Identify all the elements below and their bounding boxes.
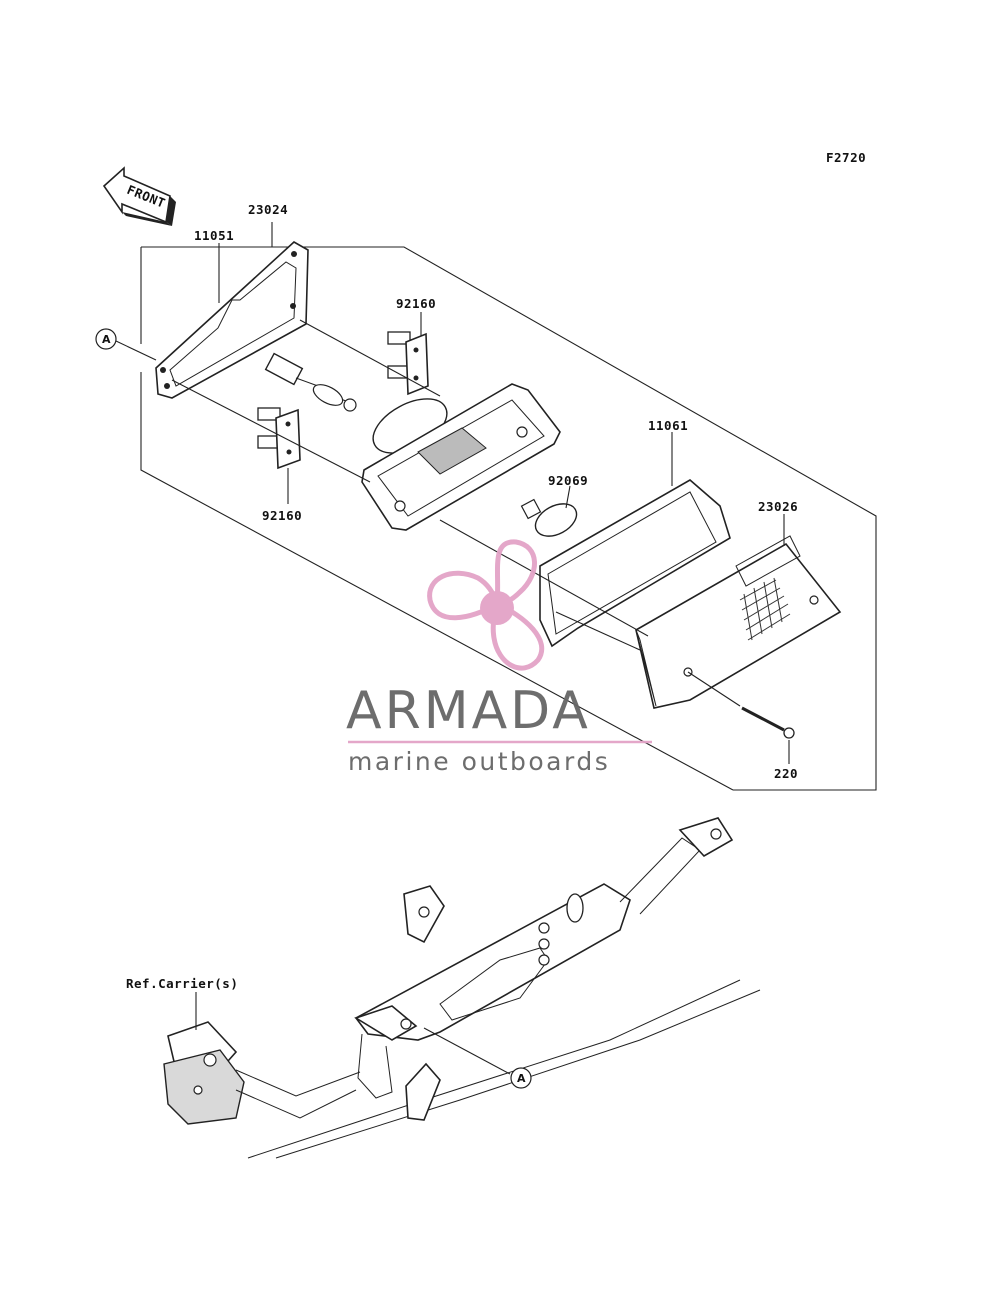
watermark: ARMADA marine outboards	[346, 539, 652, 776]
lens	[635, 514, 842, 709]
part-label-socket-upper: 92160	[396, 296, 436, 311]
carrier-reference-label: Ref.Carrier(s)	[126, 976, 238, 991]
callout-a-lower: A	[423, 1027, 532, 1089]
bulb	[520, 485, 578, 537]
assembly-outline	[140, 222, 877, 791]
watermark-tagline: marine outboards	[348, 747, 610, 776]
carrier-frame	[163, 817, 761, 1159]
part-label-assembly: 23024	[248, 202, 288, 217]
figure-code: F2720	[826, 150, 866, 165]
wire-connector	[264, 352, 357, 412]
callout-a-upper-label: A	[102, 333, 111, 346]
gasket-base	[155, 241, 309, 399]
callout-a-lower-label: A	[517, 1072, 526, 1085]
gasket-lens	[539, 432, 731, 648]
socket-lower	[257, 407, 301, 504]
part-label-bulb: 92069	[548, 473, 588, 488]
socket-upper	[387, 312, 429, 396]
lamp-housing	[361, 383, 561, 531]
callout-a-upper: A	[95, 328, 157, 361]
assembly-axis-lines	[171, 319, 649, 651]
part-label-gasket-lens: 11061	[648, 418, 688, 433]
screw	[687, 671, 795, 764]
watermark-brand: ARMADA	[346, 681, 591, 741]
part-label-lens: 23026	[758, 499, 798, 514]
propeller-logo-icon	[427, 539, 545, 671]
part-label-socket-lower: 92160	[262, 508, 302, 523]
part-label-gasket-base: 11051	[194, 228, 234, 243]
part-label-screw: 220	[774, 766, 798, 781]
front-arrow-icon: FRONT	[102, 166, 176, 226]
